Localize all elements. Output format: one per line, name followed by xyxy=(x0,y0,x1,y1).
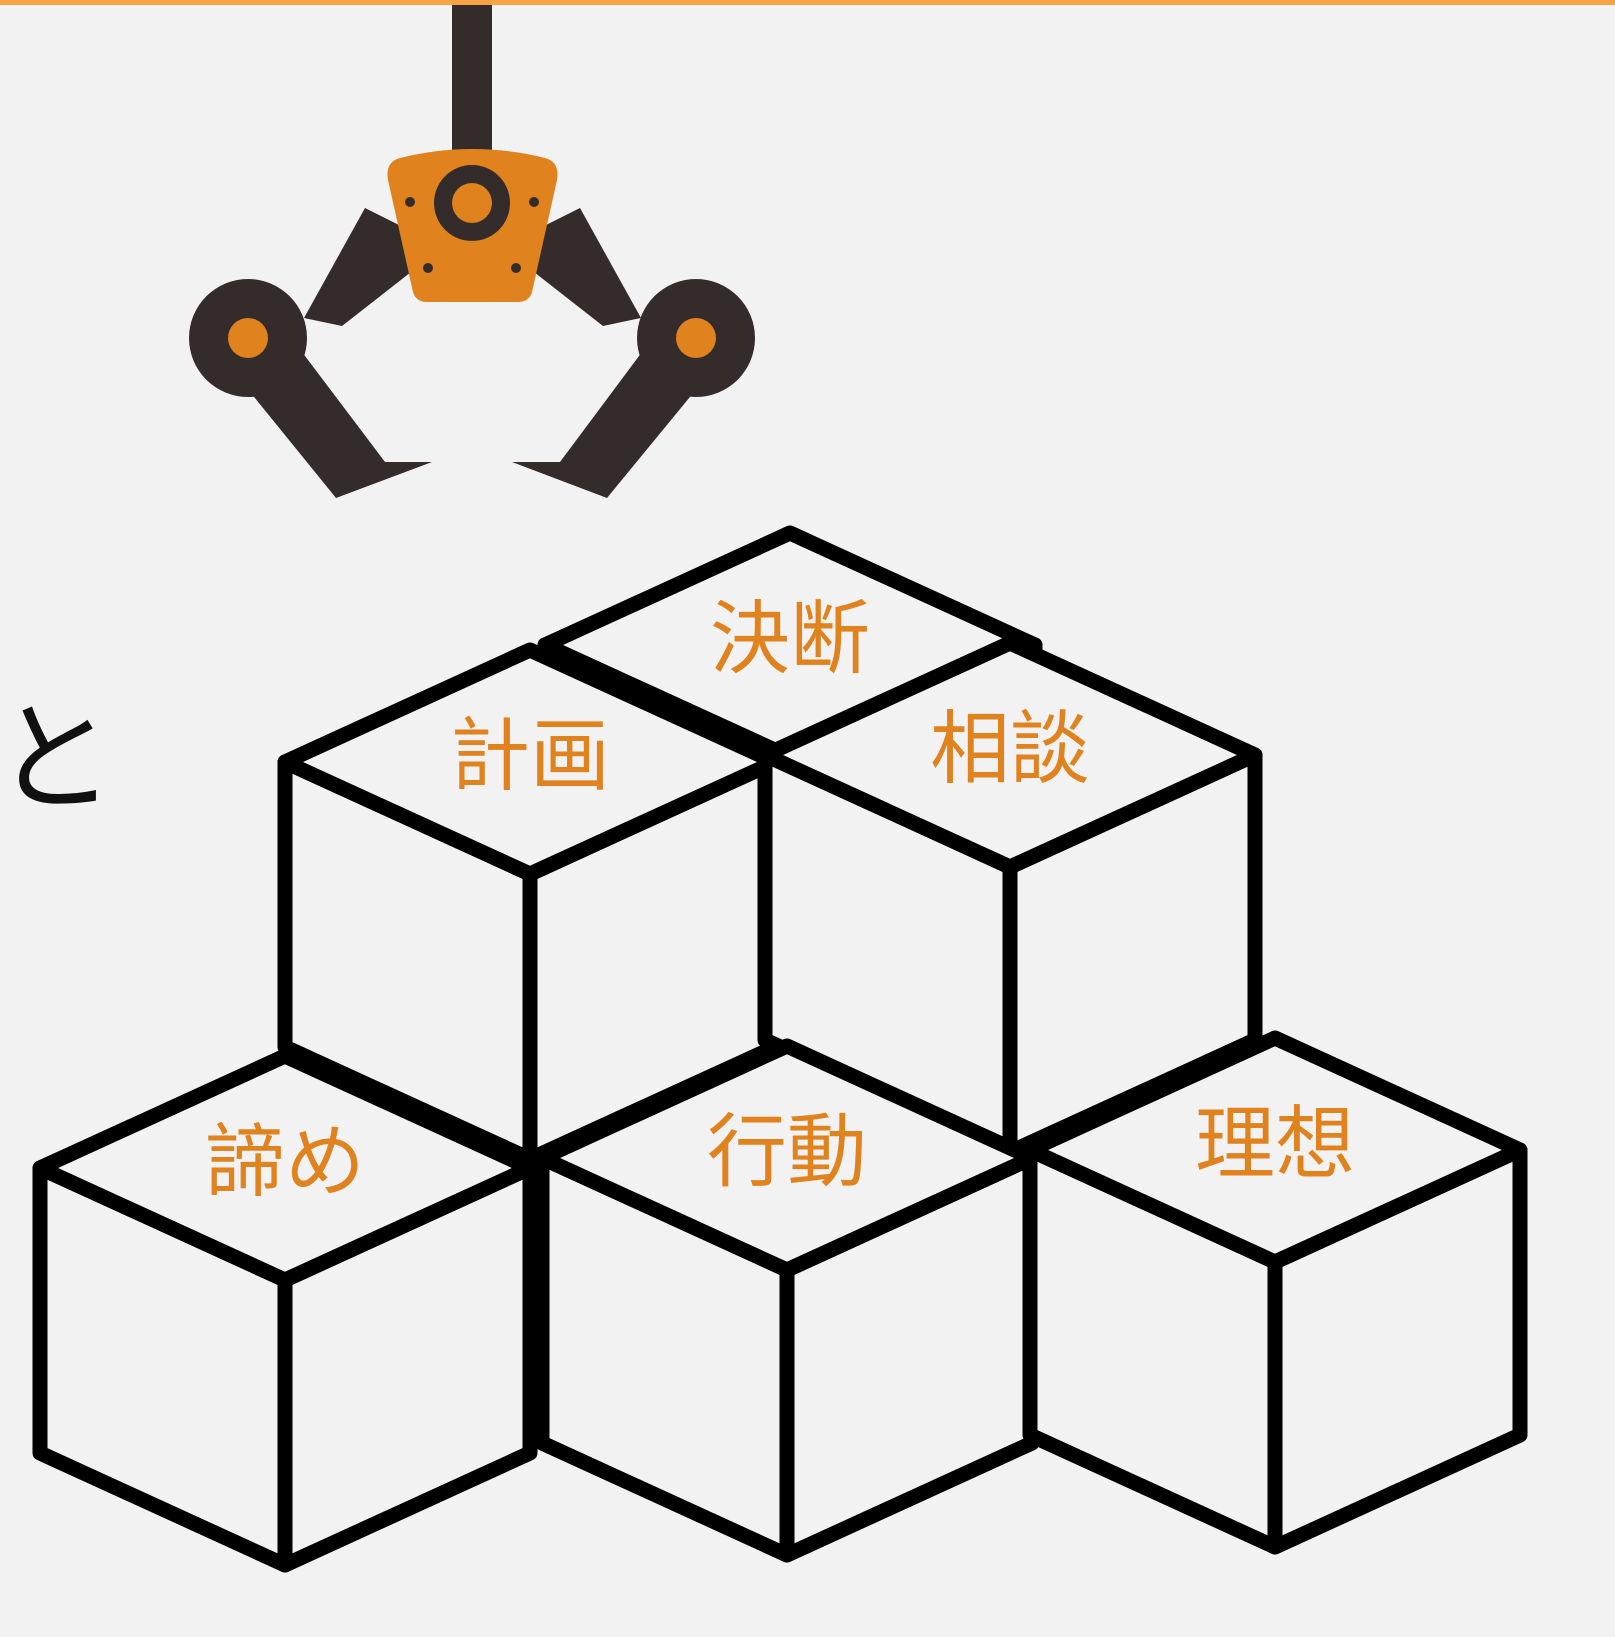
claw-rod xyxy=(452,5,492,155)
cube-label: 理想 xyxy=(1195,1098,1355,1191)
claw-hub-center xyxy=(452,183,492,223)
cube: 相談 xyxy=(757,635,1263,1160)
claw-left-finger xyxy=(250,352,432,498)
cube: 理想 xyxy=(1022,1030,1528,1555)
claw-right-finger xyxy=(512,352,694,498)
cube-label: 決断 xyxy=(710,593,870,686)
cube: 計画 xyxy=(277,642,783,1167)
cube: 諦め xyxy=(32,1048,538,1573)
claw-screw xyxy=(529,197,539,207)
side-text: と xyxy=(0,690,115,829)
claw-right-joint-pin xyxy=(676,318,716,358)
cube-top-face xyxy=(32,1048,538,1288)
cube-top-face xyxy=(277,642,783,882)
robot-claw-icon xyxy=(189,5,755,498)
cube-label: 行動 xyxy=(707,1106,867,1199)
cube-top-face xyxy=(1022,1030,1528,1270)
cube-top-face xyxy=(534,1038,1040,1278)
cube-top-face xyxy=(757,635,1263,875)
claw-screw xyxy=(405,197,415,207)
claw-left-joint-pin xyxy=(228,318,268,358)
cube-label: 計画 xyxy=(450,710,610,803)
cube-label: 諦め xyxy=(205,1116,365,1209)
cube-label: 相談 xyxy=(930,703,1090,796)
cube: 行動 xyxy=(534,1038,1040,1563)
top-accent-bar xyxy=(0,0,1615,5)
claw-screw xyxy=(511,263,521,273)
claw-screw xyxy=(423,263,433,273)
